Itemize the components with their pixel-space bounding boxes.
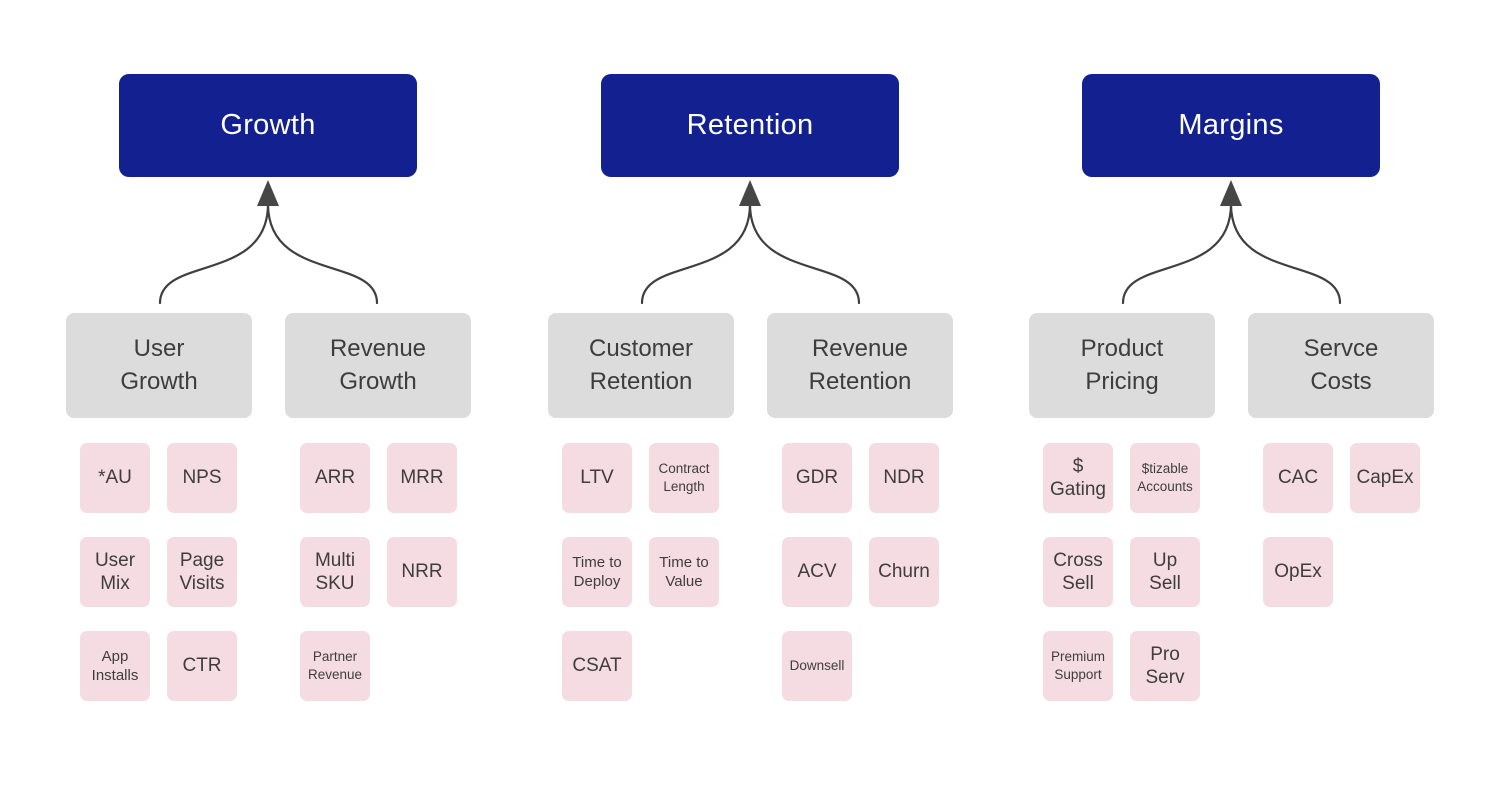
metric-chip: Downsell: [782, 631, 852, 701]
metric-chip: $tizable Accounts: [1130, 443, 1200, 513]
subcategory-node-servce-costs: Servce Costs: [1248, 313, 1434, 418]
metric-chip: NPS: [167, 443, 237, 513]
metric-chip: User Mix: [80, 537, 150, 607]
metric-chip: Pro Serv: [1130, 631, 1200, 701]
metric-chip: Contract Length: [649, 443, 719, 513]
metric-grid-revenue-growth: ARR MRR Multi SKU NRR Partner Revenue: [300, 443, 457, 701]
category-node-margins: Margins: [1082, 74, 1380, 177]
merge-arrow-icon: [1121, 180, 1342, 305]
metric-chip: ACV: [782, 537, 852, 607]
metric-chip: LTV: [562, 443, 632, 513]
metric-grid-customer-retention: LTV Contract Length Time to Deploy Time …: [562, 443, 719, 701]
metric-chip: Churn: [869, 537, 939, 607]
metric-chip: Time to Deploy: [562, 537, 632, 607]
metric-grid-servce-costs: CAC CapEx OpEx: [1263, 443, 1420, 607]
metric-grid-user-growth: *AU NPS User Mix Page Visits App Install…: [80, 443, 237, 701]
metric-chip: Multi SKU: [300, 537, 370, 607]
metric-chip: Page Visits: [167, 537, 237, 607]
metric-grid-revenue-retention: GDR NDR ACV Churn Downsell: [782, 443, 939, 701]
metric-chip: Up Sell: [1130, 537, 1200, 607]
metric-chip: $ Gating: [1043, 443, 1113, 513]
metric-chip: ARR: [300, 443, 370, 513]
metric-chip: Premium Support: [1043, 631, 1113, 701]
merge-arrow-icon: [640, 180, 861, 305]
metric-chip: CAC: [1263, 443, 1333, 513]
subcategory-node-revenue-retention: Revenue Retention: [767, 313, 953, 418]
metric-chip: Time to Value: [649, 537, 719, 607]
column-margins: Margins Product Pricing Servce Costs $ G…: [1001, 0, 1461, 788]
metric-chip: Cross Sell: [1043, 537, 1113, 607]
metric-chip: MRR: [387, 443, 457, 513]
metric-chip: NDR: [869, 443, 939, 513]
metric-chip: CapEx: [1350, 443, 1420, 513]
metric-chip: GDR: [782, 443, 852, 513]
category-node-retention: Retention: [601, 74, 899, 177]
subcategory-node-customer-retention: Customer Retention: [548, 313, 734, 418]
column-growth: Growth User Growth Revenue Growth *AU NP…: [38, 0, 498, 788]
metric-chip: NRR: [387, 537, 457, 607]
subcategory-node-revenue-growth: Revenue Growth: [285, 313, 471, 418]
metric-chip: CSAT: [562, 631, 632, 701]
metric-chip: CTR: [167, 631, 237, 701]
metric-chip: Partner Revenue: [300, 631, 370, 701]
metric-chip: *AU: [80, 443, 150, 513]
merge-arrow-icon: [158, 180, 379, 305]
column-retention: Retention Customer Retention Revenue Ret…: [520, 0, 980, 788]
metric-chip: App Installs: [80, 631, 150, 701]
subcategory-node-user-growth: User Growth: [66, 313, 252, 418]
subcategory-node-product-pricing: Product Pricing: [1029, 313, 1215, 418]
metric-grid-product-pricing: $ Gating $tizable Accounts Cross Sell Up…: [1043, 443, 1200, 701]
metric-chip: OpEx: [1263, 537, 1333, 607]
category-node-growth: Growth: [119, 74, 417, 177]
